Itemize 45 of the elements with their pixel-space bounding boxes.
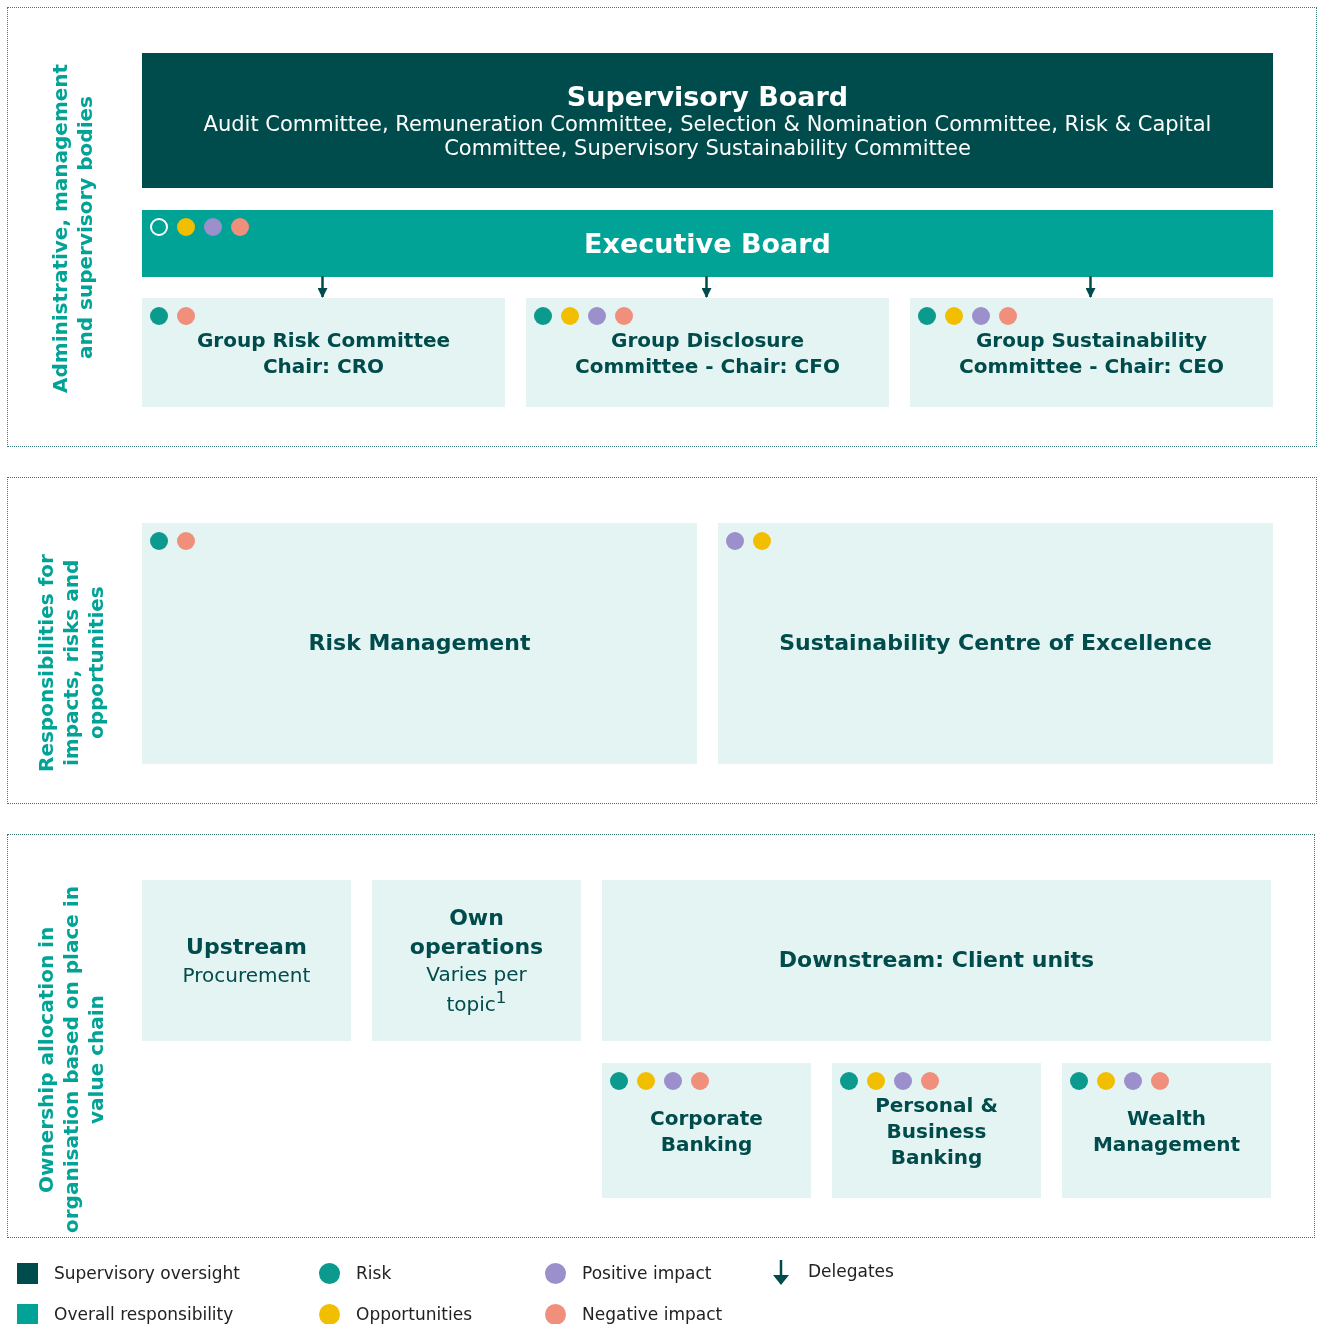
box-title: Sustainability Centre of Excellence (778, 629, 1213, 658)
box-subtitle: Procurement (181, 961, 312, 988)
unit-box (602, 880, 1271, 1041)
arrow (317, 276, 328, 298)
unit-box (142, 523, 697, 764)
unit-box (910, 298, 1273, 407)
unit-box (602, 1063, 811, 1198)
box-title: Corporate Banking (649, 1104, 764, 1157)
arrow (1085, 276, 1096, 298)
section-title: Ownership allocation in organisation based on place in value chain (34, 885, 109, 1236)
section-band (7, 477, 1317, 804)
box-subtitle: Audit Committee, Remuneration Committee, Selection & Nomination Committee, Risk & Capital Committee, Supervisory Sustainability Committee (202, 112, 1213, 160)
box-title: Supervisory Board (565, 81, 850, 112)
legend-label: Delegates (808, 1261, 894, 1281)
section-title: Responsibilities for impacts, risks and opportunities (34, 553, 109, 774)
legend-label: Risk (356, 1263, 392, 1283)
box-title: Group Sustainability Committee - Chair: CEO (958, 326, 1225, 379)
box-title: Executive Board (583, 228, 832, 259)
legend-label: Negative impact (582, 1304, 723, 1324)
legend-label: Opportunities (356, 1304, 472, 1324)
board-box (142, 53, 1273, 188)
unit-box (1062, 1063, 1271, 1198)
unit-box (372, 880, 581, 1041)
box-title: Own operations (408, 904, 545, 961)
unit-box (832, 1063, 1041, 1198)
box-title: Group Risk Committee Chair: CRO (195, 326, 452, 379)
box-title: Group Disclosure Committee - Chair: CFO (574, 326, 841, 379)
legend-label: Supervisory oversight (54, 1263, 241, 1283)
box-title: Risk Management (307, 629, 532, 658)
section-title: Administrative, management and supervisory bodies (48, 62, 98, 395)
legend-label: Positive impact (582, 1263, 712, 1283)
unit-box (142, 298, 505, 407)
unit-box (526, 298, 889, 407)
box-subtitle: Varies per topic$^{1}$ (425, 961, 528, 1017)
box-title: Downstream: Client units (777, 946, 1096, 975)
box-title: Personal & Business Banking (874, 1091, 999, 1170)
section-band (7, 7, 1317, 447)
unit-box (142, 880, 351, 1041)
legend-label: Overall responsibility (54, 1304, 234, 1324)
unit-box (718, 523, 1273, 764)
section-band (7, 834, 1315, 1238)
box-title: Upstream (185, 933, 308, 962)
board-box (142, 210, 1273, 277)
arrow (701, 276, 712, 298)
box-title: Wealth Management (1091, 1104, 1242, 1157)
